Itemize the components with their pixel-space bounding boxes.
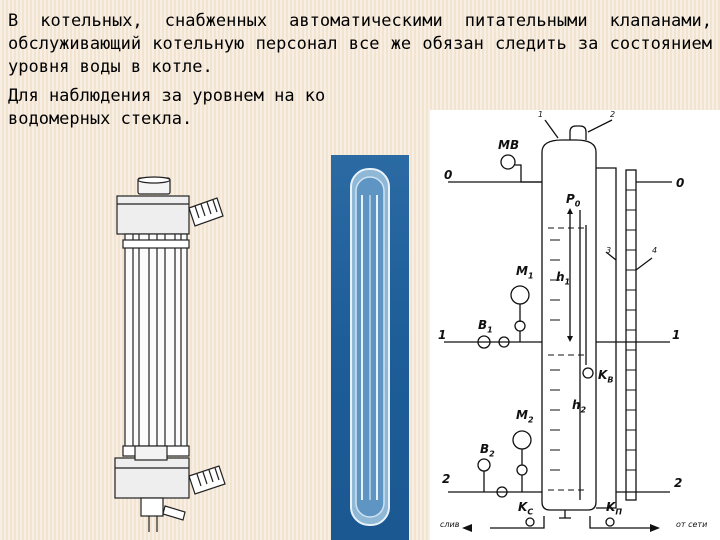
slide-text: В котельных, снабженных автоматическими …	[8, 10, 712, 131]
water-gauge-illustration	[114, 176, 226, 532]
label-m1: M1	[516, 264, 534, 281]
label-level-1-right: 1	[672, 328, 681, 342]
label-level-1-left: 1	[438, 328, 447, 342]
label-p0: P0	[566, 192, 581, 209]
paragraph-2-visible: Для наблюдения за уровнем на ко	[8, 86, 326, 106]
label-level-2-right: 2	[674, 476, 683, 490]
label-kb: KB	[598, 368, 614, 385]
glass-tube-photo	[331, 155, 409, 540]
label-b2: B2	[480, 442, 495, 459]
paragraph-2-partial: Для наблюдения за уровнем на ко водомерн…	[8, 85, 438, 131]
glass-tube-shape	[350, 168, 390, 526]
label-kc: KC	[518, 500, 534, 517]
diagram-lines	[444, 119, 672, 532]
label-b1: B1	[478, 318, 493, 335]
label-level-0-right: 0	[676, 176, 685, 190]
label-level-2-left: 2	[442, 472, 451, 486]
label-1: 1	[538, 110, 544, 119]
label-ot-seti: от сети	[676, 520, 708, 529]
label-m2: M2	[516, 408, 534, 425]
label-2: 2	[610, 110, 616, 119]
label-mv: МВ	[498, 138, 520, 152]
label-h2: h2	[572, 398, 587, 415]
label-4: 4	[652, 246, 658, 255]
label-level-0-left: 0	[444, 168, 453, 182]
paragraph-2-line2: водомерных стекла.	[8, 109, 193, 129]
label-slive: слив	[440, 520, 460, 529]
label-3: 3	[606, 246, 612, 255]
label-h1: h1	[556, 270, 571, 287]
label-kn: KП	[606, 500, 623, 517]
boiler-level-diagram: 1 2 МВ 0 0 P0 3 4 h1 M1 B1 1 1 KB h2 M2 …	[430, 110, 720, 540]
paragraph-1: В котельных, снабженных автоматическими …	[8, 11, 712, 77]
